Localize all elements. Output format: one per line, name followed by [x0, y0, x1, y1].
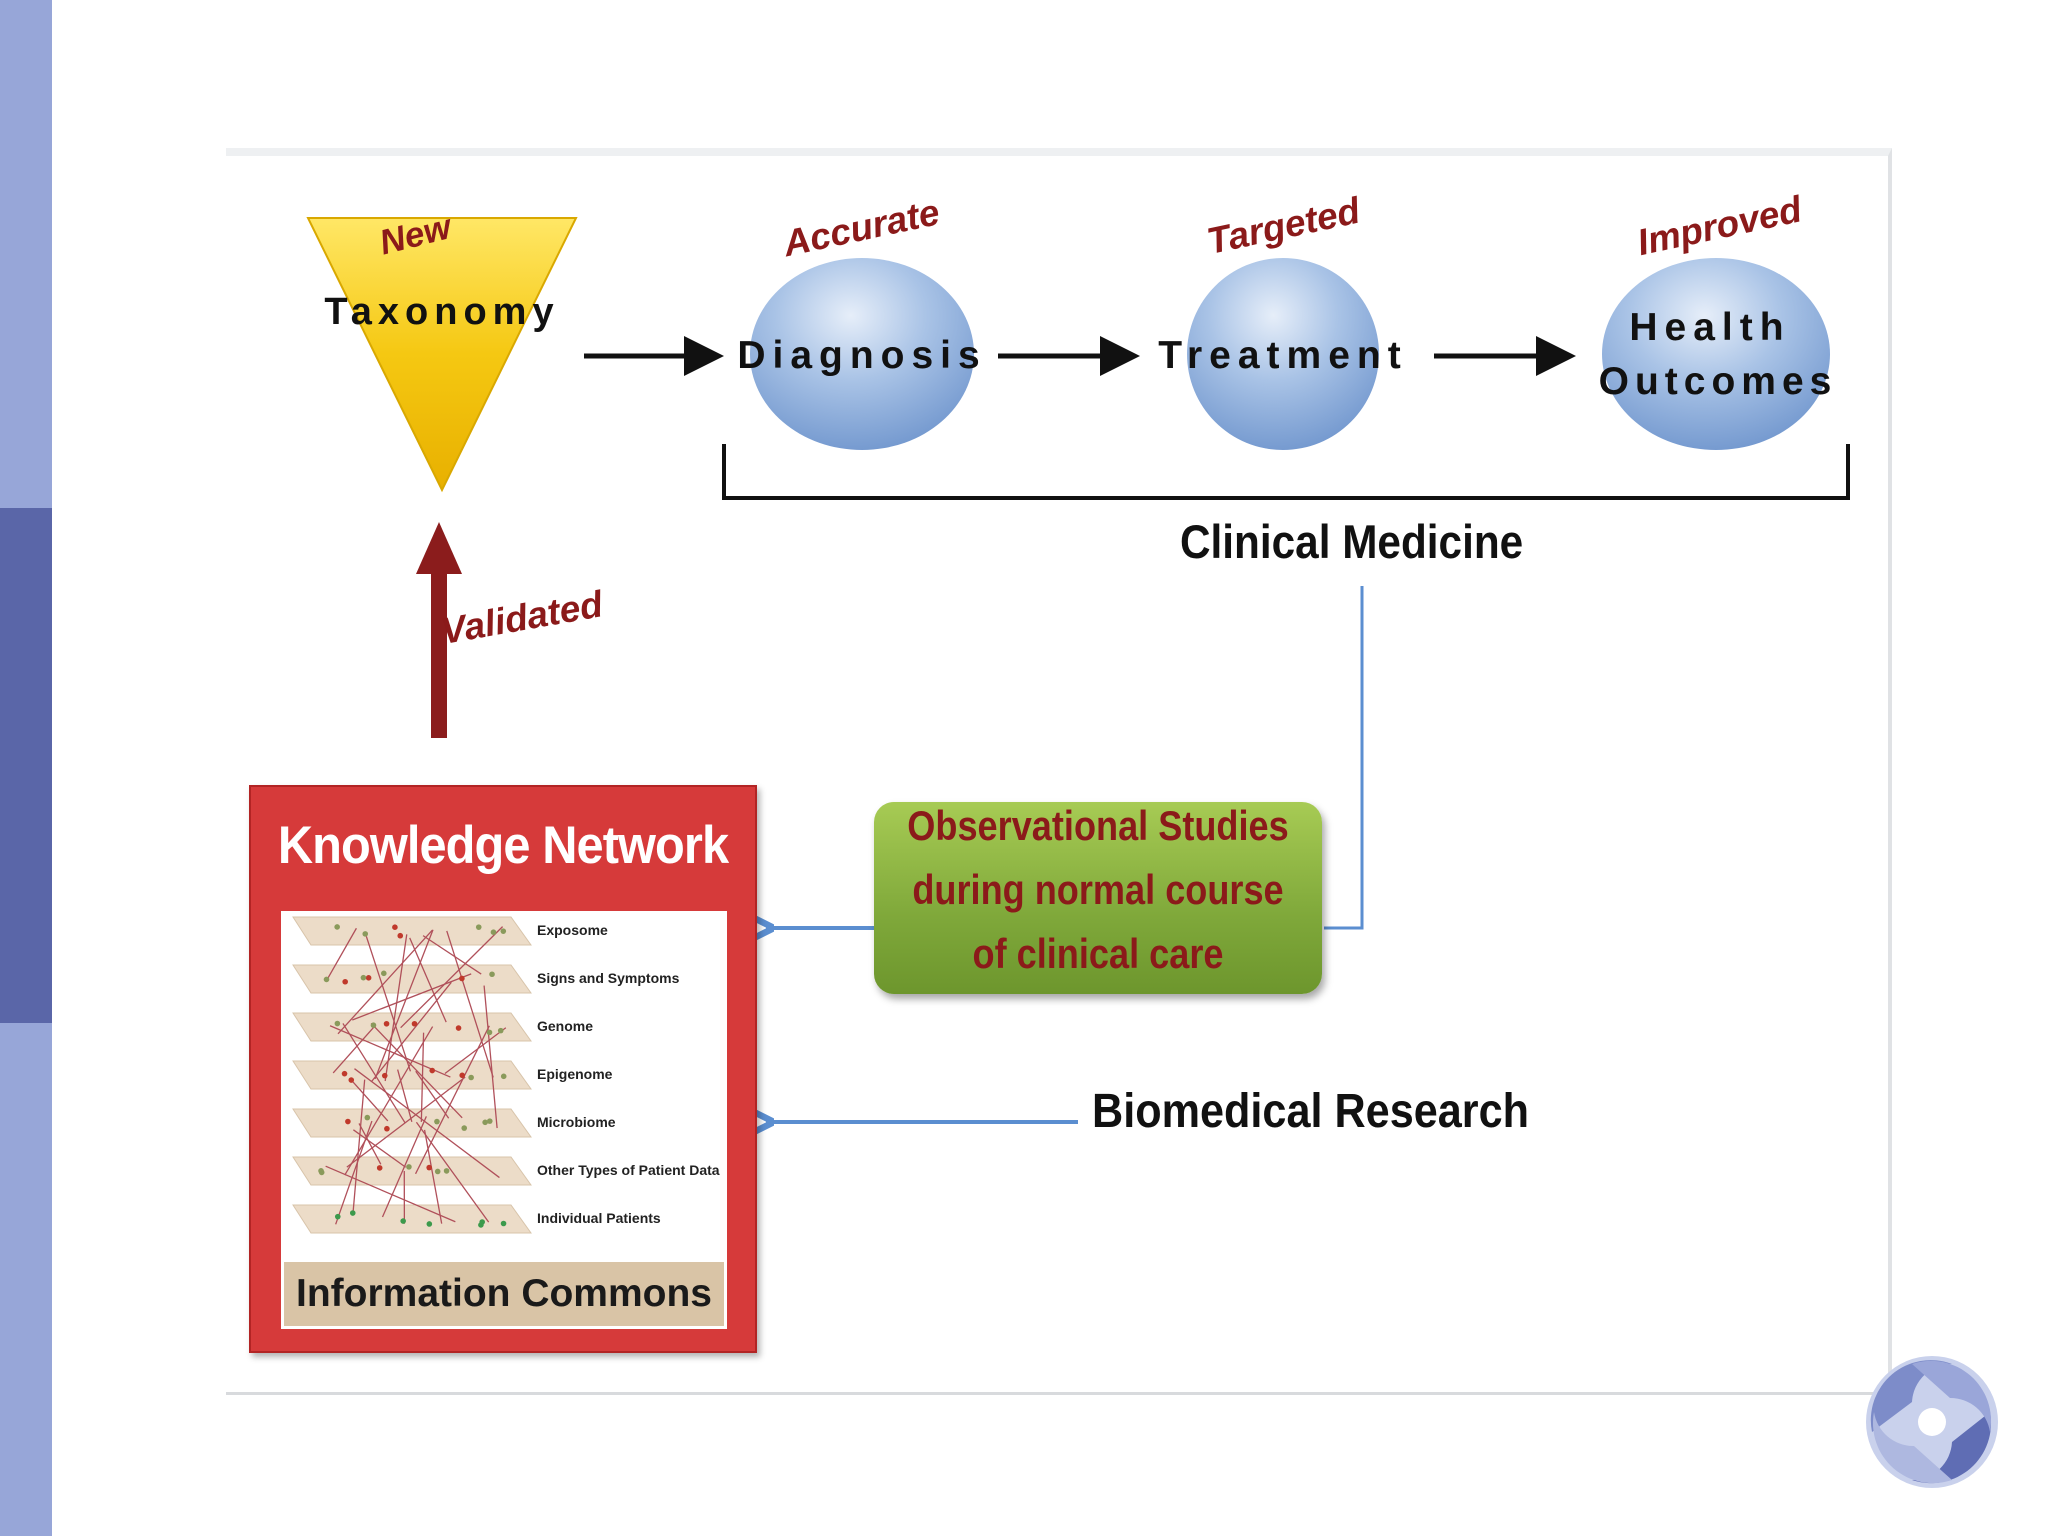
- network-node: [377, 1165, 383, 1171]
- layer-label: Genome: [537, 1018, 593, 1034]
- network-node: [345, 1119, 351, 1125]
- clinical-medicine-label: Clinical Medicine: [1180, 514, 1523, 569]
- network-node: [456, 1025, 462, 1031]
- network-node: [342, 979, 348, 985]
- network-node: [435, 1169, 441, 1175]
- layer-label: Individual Patients: [537, 1210, 661, 1226]
- network-node: [371, 1022, 377, 1028]
- observational-line-1: Observational Studies: [905, 802, 1290, 850]
- layer-plane: [293, 1157, 531, 1185]
- network-node: [381, 971, 387, 977]
- network-node: [429, 1068, 435, 1074]
- observational-line-2: during normal course: [905, 866, 1290, 914]
- layer-label: Microbiome: [537, 1114, 616, 1130]
- network-node: [319, 1170, 325, 1176]
- network-node: [406, 1164, 412, 1170]
- clinical-medicine-bracket: [724, 444, 1848, 498]
- outcomes-label-line1: Health: [1629, 306, 1790, 349]
- network-node: [461, 1125, 467, 1131]
- biomedical-research-label: Biomedical Research: [1092, 1084, 1529, 1139]
- network-node: [348, 1077, 354, 1083]
- network-node: [491, 929, 497, 935]
- outcomes-qualifier: Improved: [1634, 188, 1807, 263]
- layer-plane: [293, 1205, 531, 1233]
- network-node: [362, 931, 368, 937]
- layer-label: Exposome: [537, 922, 608, 938]
- knowledge-network-title: Knowledge Network: [271, 815, 735, 876]
- diagnosis-label: Diagnosis: [737, 334, 986, 377]
- network-node: [489, 971, 495, 977]
- network-node: [324, 977, 330, 983]
- network-node: [350, 1210, 356, 1216]
- layer-label: Signs and Symptoms: [537, 970, 680, 986]
- corner-logo: [1866, 1356, 1998, 1488]
- layer-label: Epigenome: [537, 1066, 613, 1082]
- taxonomy-label: Taxonomy: [324, 291, 559, 333]
- network-node: [501, 1221, 507, 1227]
- network-node: [400, 1218, 406, 1224]
- outcomes-label-line2: Outcomes: [1599, 360, 1838, 403]
- network-node: [498, 1028, 504, 1034]
- network-node: [487, 1118, 493, 1124]
- observational-studies-box: Observational Studies during normal cour…: [874, 802, 1322, 994]
- network-node: [342, 1071, 348, 1077]
- network-node: [476, 924, 482, 930]
- network-node: [479, 1219, 485, 1225]
- network-node: [392, 924, 398, 930]
- network-node: [366, 975, 372, 981]
- network-edge: [385, 934, 407, 1081]
- network-node: [334, 924, 340, 930]
- layer-label: Other Types of Patient Data: [537, 1162, 720, 1178]
- network-node: [444, 1168, 450, 1174]
- network-node: [365, 1115, 371, 1121]
- network-node: [427, 1221, 433, 1227]
- network-node: [361, 975, 367, 981]
- validated-arrow-head: [416, 522, 462, 574]
- clinical-to-observational-connector: [1324, 586, 1362, 928]
- network-node: [468, 1075, 474, 1081]
- network-node: [501, 928, 507, 934]
- network-node: [501, 1074, 507, 1080]
- validated-label: Validated: [438, 583, 607, 652]
- observational-line-3: of clinical care: [905, 930, 1290, 978]
- network-node: [459, 1073, 465, 1079]
- network-node: [335, 1214, 341, 1220]
- network-node: [382, 1073, 388, 1079]
- information-commons-bar: Information Commons: [281, 1259, 727, 1329]
- network-node: [397, 933, 403, 939]
- network-node: [459, 976, 465, 982]
- network-node: [412, 1021, 418, 1027]
- information-commons-label: Information Commons: [296, 1272, 712, 1315]
- network-node: [487, 1030, 493, 1036]
- treatment-qualifier: Targeted: [1203, 189, 1364, 262]
- taxonomy-triangle: [308, 218, 576, 490]
- network-node: [426, 1165, 432, 1171]
- outcomes-ellipse: [1602, 258, 1830, 450]
- network-node: [384, 1021, 390, 1027]
- network-node: [335, 1021, 341, 1027]
- treatment-label: Treatment: [1158, 334, 1407, 377]
- network-node: [434, 1119, 440, 1125]
- diagnosis-qualifier: Accurate: [779, 191, 943, 264]
- network-node: [384, 1126, 390, 1132]
